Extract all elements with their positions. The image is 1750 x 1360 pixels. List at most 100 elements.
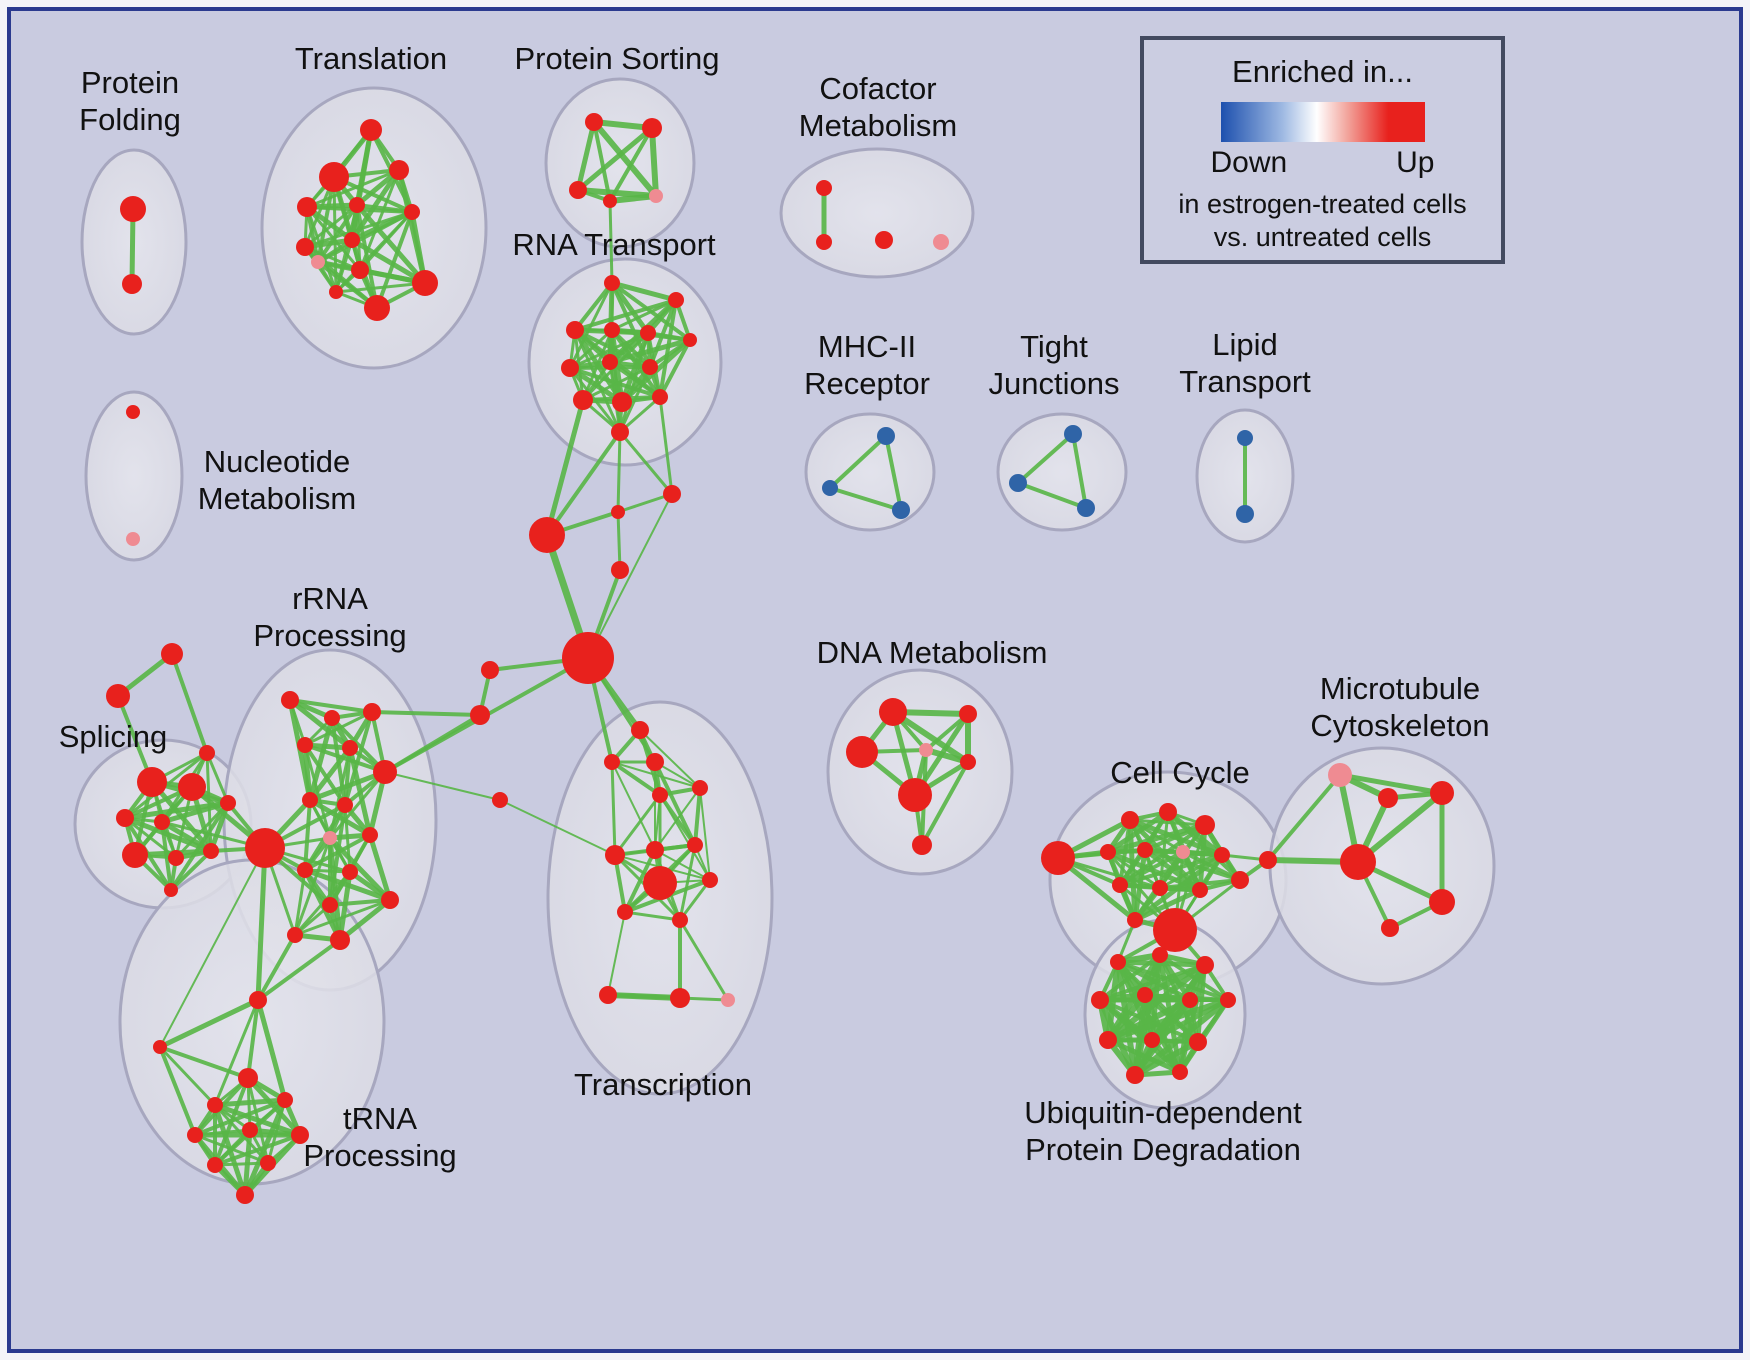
cluster-label-line: Nucleotide — [203, 444, 351, 479]
edge — [659, 794, 711, 881]
tight-junctions-node — [1009, 474, 1027, 492]
edge — [370, 710, 482, 717]
edge — [573, 298, 678, 332]
cluster-label-cell-cycle: Cell Cycle — [1110, 754, 1250, 791]
rna-transport-node — [640, 325, 656, 341]
transcription-node — [631, 721, 649, 739]
rrna-processing-node — [287, 927, 303, 943]
edge — [828, 486, 903, 512]
connector-node — [470, 705, 490, 725]
protein-sorting-node — [649, 189, 663, 203]
edge — [213, 998, 260, 1107]
cluster-label-transcription: Transcription — [574, 1066, 752, 1103]
ubiquitin-degradation-node — [1126, 1066, 1144, 1084]
cluster-label-dna-metabolism: DNA Metabolism — [817, 634, 1048, 671]
edge — [568, 328, 614, 370]
cluster-label-line: Metabolism — [197, 481, 357, 516]
rrna-processing-node — [342, 864, 358, 880]
cell-cycle-node — [1192, 882, 1208, 898]
transcription-node — [687, 837, 703, 853]
microtubule-cytoskeleton-node — [1328, 763, 1352, 787]
dna-metabolism-node — [879, 698, 907, 726]
cluster-ellipse-mhc-ii-receptor — [804, 412, 936, 532]
edge — [303, 798, 312, 872]
cluster-label-line: Cell Cycle — [1110, 755, 1250, 790]
edge — [884, 434, 903, 512]
trna-processing-node — [249, 991, 267, 1009]
edge — [169, 801, 230, 892]
translation-node — [297, 197, 317, 217]
trna-processing-node — [277, 1092, 293, 1108]
ubiquitin-degradation-node — [1172, 1064, 1188, 1080]
cell-cycle-node — [1231, 871, 1249, 889]
trna-processing-node — [238, 1068, 258, 1088]
connector-node — [611, 505, 625, 519]
edge — [1132, 992, 1148, 1078]
edge — [328, 770, 387, 840]
ubiquitin-degradation-node — [1220, 992, 1236, 1008]
edge — [828, 434, 888, 490]
edge — [337, 897, 393, 943]
edge — [609, 280, 651, 336]
edge — [116, 694, 154, 784]
lipid-transport-node — [1237, 430, 1253, 446]
edge — [355, 203, 414, 214]
edge — [367, 832, 393, 903]
edge — [256, 938, 342, 1002]
transcription-node — [604, 754, 620, 770]
legend-title: Enriched in... — [1232, 54, 1413, 89]
edge — [658, 395, 674, 496]
transcription-node — [652, 787, 668, 803]
cluster-label-line: Metabolism — [798, 108, 958, 143]
edge — [611, 761, 656, 851]
edge — [303, 710, 374, 747]
cell-cycle-node — [1214, 847, 1230, 863]
rna-transport-node — [604, 275, 620, 291]
nucleotide-metabolism-node — [126, 532, 140, 546]
edge — [618, 430, 674, 496]
edge — [1266, 773, 1342, 862]
edge — [355, 203, 379, 310]
rna-transport-node — [561, 359, 579, 377]
edge — [607, 193, 659, 204]
rrna-processing-node — [324, 710, 340, 726]
translation-node — [389, 160, 409, 180]
cluster-label-line: Transcription — [573, 1067, 753, 1102]
rna-transport-node — [612, 392, 632, 412]
protein-sorting-node — [642, 118, 662, 138]
edge — [544, 397, 586, 538]
rna-transport-node — [604, 322, 620, 338]
rrna-processing-node — [245, 828, 285, 868]
edge — [573, 281, 614, 332]
edge — [307, 715, 335, 803]
translation-node — [319, 162, 349, 192]
protein-folding-node — [122, 274, 142, 294]
edge — [303, 203, 359, 249]
connector-node — [529, 517, 565, 553]
legend-caption-line1: in estrogen-treated cells — [1178, 189, 1467, 219]
splicing-node — [178, 773, 206, 801]
edge — [1132, 1039, 1201, 1078]
cell-cycle-node — [1195, 815, 1215, 835]
mhc-ii-receptor-node — [877, 427, 895, 445]
cluster-label-line: Tight — [1020, 329, 1088, 364]
edge — [1337, 772, 1445, 796]
connector-node — [492, 792, 508, 808]
cluster-label-splicing: Splicing — [59, 718, 168, 755]
cofactor-metabolism-node — [875, 231, 893, 249]
edge — [1118, 853, 1224, 887]
cluster-label-translation: Translation — [295, 40, 447, 77]
trna-processing-node — [153, 1040, 167, 1054]
edge — [205, 751, 230, 805]
trna-processing-node — [236, 1186, 254, 1204]
cell-cycle-node — [1137, 842, 1153, 858]
edge — [607, 337, 693, 365]
edge — [924, 712, 970, 752]
transcription-node — [702, 872, 718, 888]
